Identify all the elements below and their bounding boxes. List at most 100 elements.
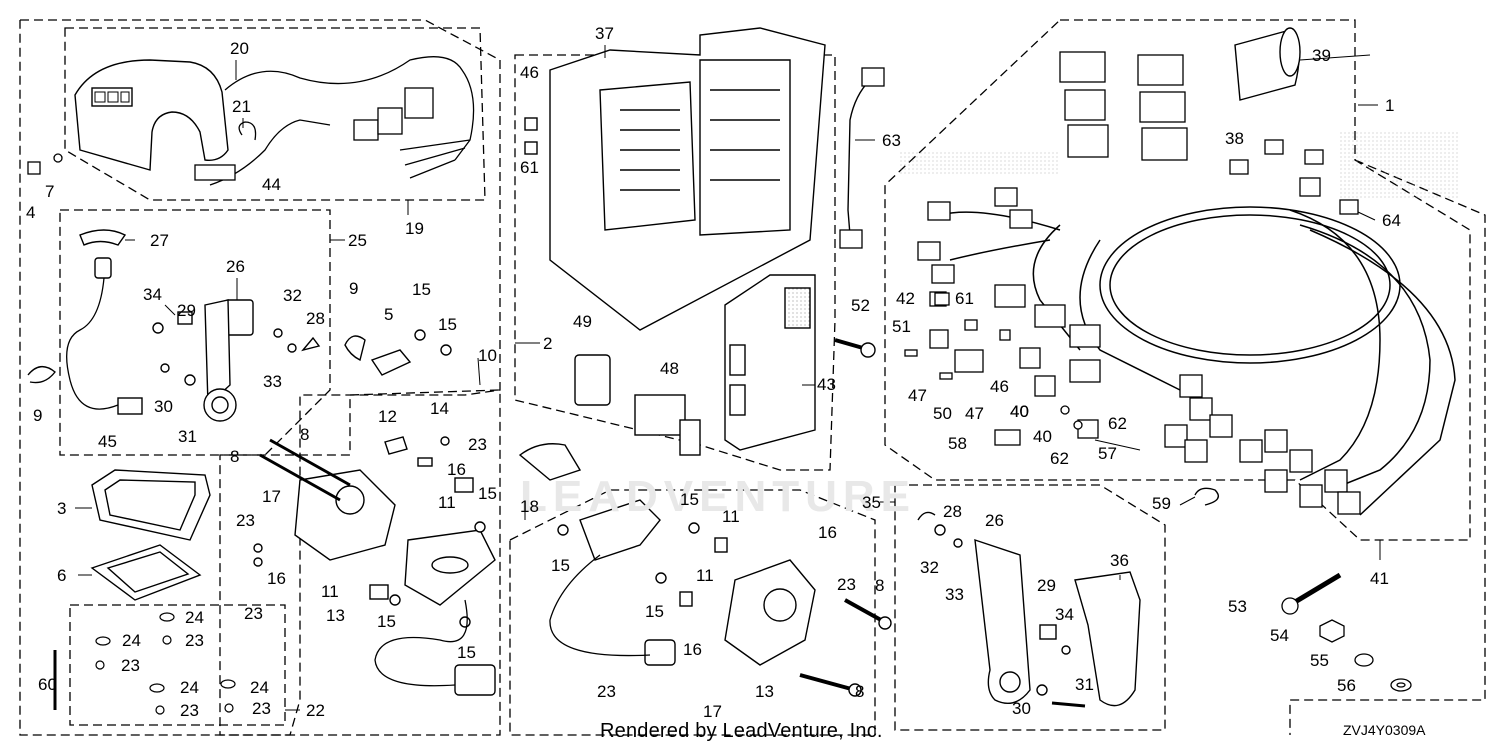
callout-40[interactable]: 40: [1010, 402, 1029, 421]
callout-23[interactable]: 23: [597, 682, 616, 701]
callout-15[interactable]: 15: [412, 280, 431, 299]
callout-29[interactable]: 29: [177, 301, 196, 320]
callout-57[interactable]: 57: [1098, 444, 1117, 463]
callout-3[interactable]: 3: [57, 499, 67, 518]
callout-7[interactable]: 7: [45, 182, 55, 201]
callout-46[interactable]: 46: [990, 377, 1009, 396]
callout-52[interactable]: 52: [851, 296, 870, 315]
callout-61[interactable]: 61: [520, 158, 539, 177]
callout-24[interactable]: 24: [250, 678, 269, 697]
callout-28[interactable]: 28: [306, 309, 325, 328]
callout-21[interactable]: 21: [232, 97, 251, 116]
callout-15[interactable]: 15: [377, 612, 396, 631]
callout-50[interactable]: 50: [933, 404, 952, 423]
callout-8[interactable]: 8: [875, 576, 885, 595]
callout-60[interactable]: 60: [38, 675, 57, 694]
callout-35[interactable]: 35: [862, 493, 881, 512]
callout-16[interactable]: 16: [683, 640, 702, 659]
callout-33[interactable]: 33: [263, 372, 282, 391]
callout-11[interactable]: 11: [321, 582, 339, 601]
callout-18[interactable]: 18: [520, 497, 539, 516]
callout-26[interactable]: 26: [985, 511, 1004, 530]
callout-15[interactable]: 15: [645, 602, 664, 621]
callout-23[interactable]: 23: [236, 511, 255, 530]
callout-11[interactable]: 11: [438, 493, 456, 512]
callout-23[interactable]: 23: [185, 631, 204, 650]
callout-51[interactable]: 51: [892, 317, 911, 336]
callout-24[interactable]: 24: [122, 631, 141, 650]
callout-45[interactable]: 45: [98, 432, 117, 451]
callout-62[interactable]: 62: [1108, 414, 1127, 433]
callout-2[interactable]: 2: [543, 334, 553, 353]
callout-23[interactable]: 23: [180, 701, 199, 720]
callout-62[interactable]: 62: [1050, 449, 1069, 468]
callout-10[interactable]: 10: [478, 346, 497, 365]
callout-32[interactable]: 32: [283, 286, 302, 305]
callout-13[interactable]: 13: [755, 682, 774, 701]
callout-29[interactable]: 29: [1037, 576, 1056, 595]
callout-47[interactable]: 47: [965, 404, 984, 423]
callout-28[interactable]: 28: [943, 502, 962, 521]
callout-34[interactable]: 34: [143, 285, 162, 304]
callout-49[interactable]: 49: [573, 312, 592, 331]
callout-23[interactable]: 23: [121, 656, 140, 675]
callout-55[interactable]: 55: [1310, 651, 1329, 670]
callout-17[interactable]: 17: [703, 702, 722, 721]
callout-56[interactable]: 56: [1337, 676, 1356, 695]
callout-40[interactable]: 40: [1033, 427, 1052, 446]
callout-8[interactable]: 8: [230, 447, 240, 466]
callout-5[interactable]: 5: [384, 305, 394, 324]
callout-32[interactable]: 32: [920, 558, 939, 577]
callout-37[interactable]: 37: [595, 24, 614, 43]
callout-12[interactable]: 12: [378, 407, 397, 426]
callout-43[interactable]: 43: [817, 375, 836, 394]
callout-9[interactable]: 9: [349, 279, 359, 298]
callout-47[interactable]: 47: [908, 386, 927, 405]
callout-1[interactable]: 1: [1385, 96, 1395, 115]
callout-54[interactable]: 54: [1270, 626, 1289, 645]
callout-16[interactable]: 16: [818, 523, 837, 542]
callout-15[interactable]: 15: [478, 484, 497, 503]
callout-24[interactable]: 24: [185, 608, 204, 627]
callout-48[interactable]: 48: [660, 359, 679, 378]
callout-4[interactable]: 4: [26, 203, 36, 222]
callout-19[interactable]: 19: [405, 219, 424, 238]
callout-26[interactable]: 26: [226, 257, 245, 276]
callout-58[interactable]: 58: [948, 434, 967, 453]
callout-61[interactable]: 61: [955, 289, 974, 308]
callout-27[interactable]: 27: [150, 231, 169, 250]
callout-6[interactable]: 6: [57, 566, 67, 585]
callout-16[interactable]: 16: [447, 460, 466, 479]
callout-33[interactable]: 33: [945, 585, 964, 604]
callout-46[interactable]: 46: [520, 63, 539, 82]
callout-8[interactable]: 8: [300, 425, 310, 444]
callout-23[interactable]: 23: [252, 699, 271, 718]
callout-23[interactable]: 23: [468, 435, 487, 454]
callout-14[interactable]: 14: [430, 399, 449, 418]
callout-16[interactable]: 16: [267, 569, 286, 588]
callout-40[interactable]: 40: [1010, 402, 1029, 421]
callout-30[interactable]: 30: [154, 397, 173, 416]
callout-38[interactable]: 38: [1225, 129, 1244, 148]
callout-42[interactable]: 42: [896, 289, 915, 308]
callout-15[interactable]: 15: [438, 315, 457, 334]
callout-8[interactable]: 8: [855, 682, 865, 701]
callout-36[interactable]: 36: [1110, 551, 1129, 570]
callout-15[interactable]: 15: [551, 556, 570, 575]
callout-23[interactable]: 23: [837, 575, 856, 594]
callout-31[interactable]: 31: [1075, 675, 1094, 694]
callout-9[interactable]: 9: [33, 406, 43, 425]
callout-15[interactable]: 15: [457, 643, 476, 662]
callout-34[interactable]: 34: [1055, 605, 1074, 624]
callout-23[interactable]: 23: [244, 604, 263, 623]
callout-24[interactable]: 24: [180, 678, 199, 697]
callout-11[interactable]: 11: [696, 566, 714, 585]
callout-30[interactable]: 30: [1012, 699, 1031, 718]
callout-22[interactable]: 22: [306, 701, 325, 720]
callout-39[interactable]: 39: [1312, 46, 1331, 65]
callout-20[interactable]: 20: [230, 39, 249, 58]
callout-59[interactable]: 59: [1152, 494, 1171, 513]
callout-64[interactable]: 64: [1382, 211, 1401, 230]
callout-63[interactable]: 63: [882, 131, 901, 150]
callout-31[interactable]: 31: [178, 427, 197, 446]
